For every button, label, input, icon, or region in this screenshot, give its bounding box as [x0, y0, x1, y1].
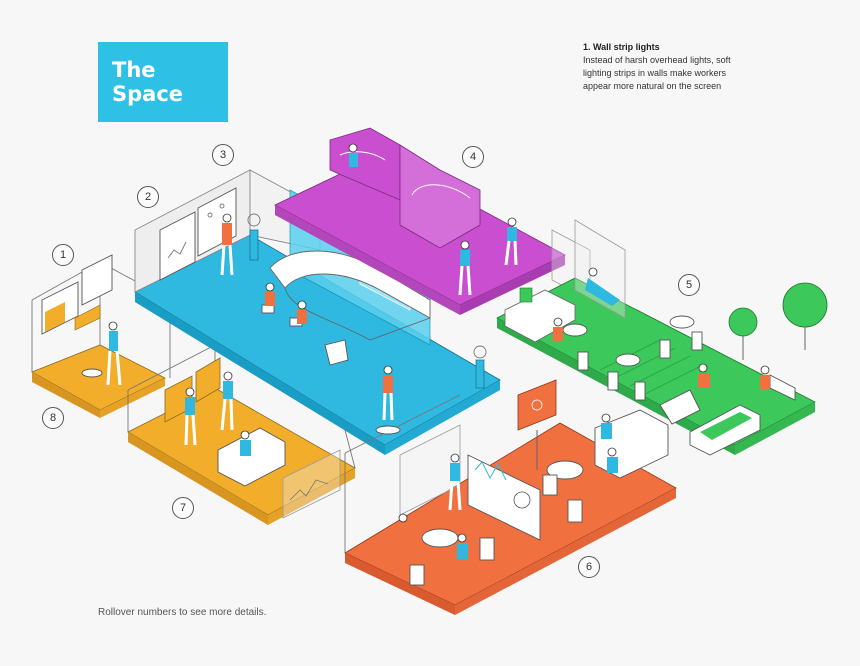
info-panel: 1. Wall strip lights Instead of harsh ov… — [583, 41, 753, 93]
zone-1-floor — [31, 261, 171, 418]
person-icon — [265, 282, 275, 306]
person-icon — [607, 447, 618, 473]
person-icon — [220, 371, 234, 431]
person-icon — [375, 365, 401, 435]
marker-1[interactable]: 1 — [52, 244, 74, 266]
person-icon — [458, 240, 472, 296]
person-icon — [398, 513, 409, 539]
person-icon — [698, 363, 710, 387]
marker-3[interactable]: 3 — [212, 144, 234, 166]
info-title: 1. Wall strip lights — [583, 42, 660, 52]
person-icon — [184, 387, 197, 446]
person-icon — [240, 430, 251, 456]
zone-4-floor — [274, 127, 591, 315]
zone-6-floor — [344, 379, 677, 615]
person-icon — [348, 143, 358, 167]
person-icon — [504, 217, 518, 266]
marker-6[interactable]: 6 — [578, 556, 600, 578]
marker-8[interactable]: 8 — [42, 407, 64, 429]
person-icon — [585, 267, 620, 306]
page-title: The Space — [112, 58, 183, 106]
marker-7[interactable]: 7 — [172, 497, 194, 519]
title-line-1: The — [112, 58, 156, 82]
zone-5-floor — [496, 219, 828, 456]
person-icon — [297, 300, 307, 324]
person-icon — [106, 321, 122, 386]
person-icon — [457, 533, 468, 559]
title-box: The Space — [98, 42, 228, 122]
marker-5[interactable]: 5 — [678, 274, 700, 296]
person-icon — [760, 365, 770, 389]
info-body: Instead of harsh overhead lights, soft l… — [583, 55, 731, 91]
person-icon — [220, 213, 234, 276]
title-line-2: Space — [112, 82, 184, 106]
marker-4[interactable]: 4 — [462, 146, 484, 168]
marker-2[interactable]: 2 — [137, 186, 159, 208]
zone-1-furniture — [41, 254, 113, 378]
rollover-hint: Rollover numbers to see more details. — [98, 607, 267, 618]
person-icon — [448, 453, 462, 511]
people — [106, 143, 770, 559]
person-icon — [553, 317, 563, 341]
person-icon — [601, 413, 612, 439]
